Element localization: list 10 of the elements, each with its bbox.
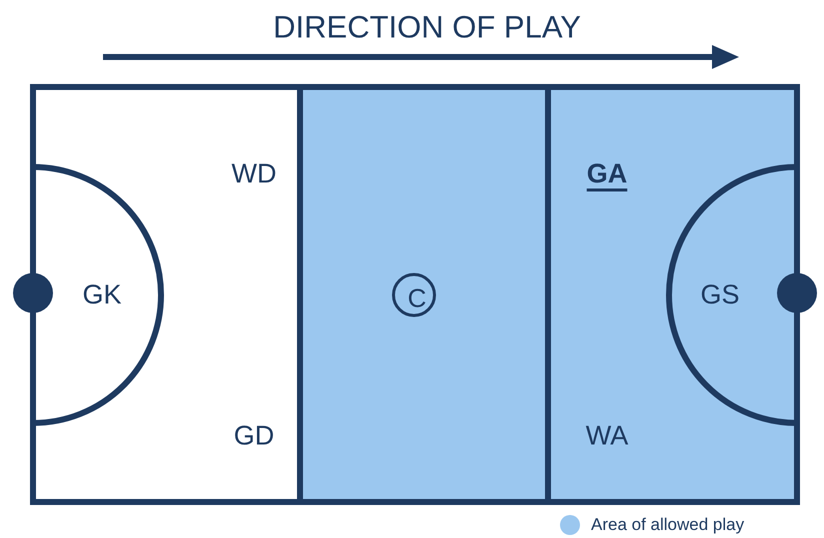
- legend-label: Area of allowed play: [591, 514, 744, 536]
- position-label: C: [408, 285, 426, 311]
- position-label: WD: [232, 160, 276, 188]
- title: DIRECTION OF PLAY: [273, 12, 581, 42]
- position-label: GK: [82, 282, 122, 308]
- position-label: GA: [586, 160, 628, 188]
- position-label: GD: [234, 422, 274, 450]
- centre-circle: [392, 273, 436, 317]
- position-label: WA: [586, 422, 628, 450]
- position-label: GS: [700, 282, 740, 308]
